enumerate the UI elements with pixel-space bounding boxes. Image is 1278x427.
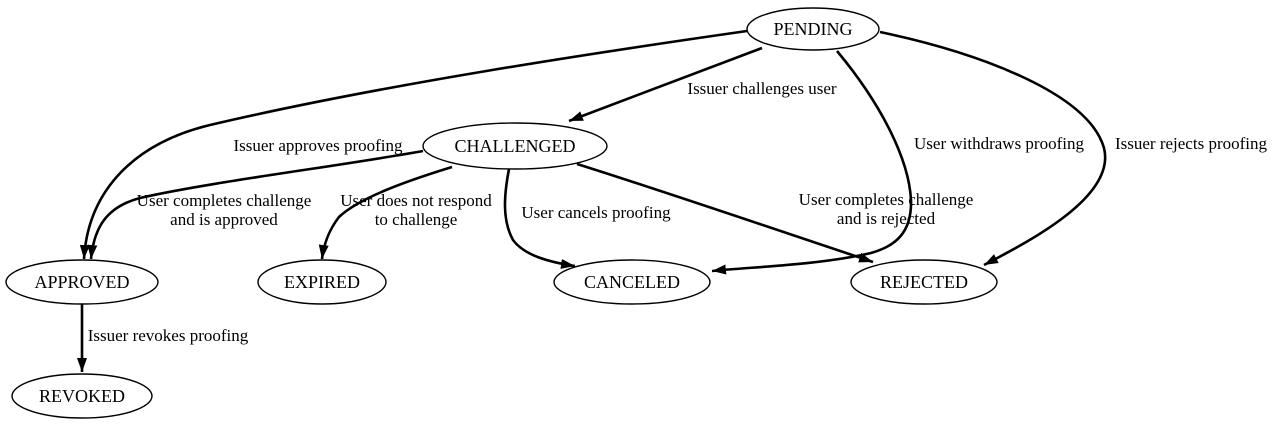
node-expired: EXPIRED xyxy=(257,259,387,305)
node-revoked: REVOKED xyxy=(11,373,153,419)
edge-label-user-does-not-respond-line2: to challenge xyxy=(375,210,458,229)
node-group: PENDING CHALLENGED APPROVED EXPIRED CANC… xyxy=(5,7,998,419)
edge-label-user-completes-challenge-rejected-line2: and is rejected xyxy=(837,209,936,228)
node-rejected: REJECTED xyxy=(850,259,998,305)
edge-label-issuer-approves-proofing: Issuer approves proofing xyxy=(233,136,403,155)
edge-pending-rejected xyxy=(879,30,1107,267)
edge-label-user-withdraws-proofing: User withdraws proofing xyxy=(914,134,1084,153)
node-challenged: CHALLENGED xyxy=(422,122,608,170)
edge-challenged-canceled xyxy=(503,168,576,269)
node-expired-ellipse xyxy=(257,259,387,305)
node-challenged-label: CHALLENGED xyxy=(455,136,576,156)
node-canceled-ellipse xyxy=(553,259,711,305)
edge-label-issuer-rejects-proofing: Issuer rejects proofing xyxy=(1115,134,1268,153)
node-rejected-label: REJECTED xyxy=(880,272,968,292)
edge-group xyxy=(77,29,1107,372)
node-approved-ellipse xyxy=(5,259,159,305)
edge-pending-challenged xyxy=(568,46,763,123)
edge-pending-approved xyxy=(79,29,748,260)
node-challenged-ellipse xyxy=(422,122,608,170)
edge-challenged-approved xyxy=(87,149,424,260)
edge-label-user-completes-challenge-approved-line2: and is approved xyxy=(170,210,278,229)
node-approved: APPROVED xyxy=(5,259,159,305)
edge-label-issuer-revokes-proofing: Issuer revokes proofing xyxy=(88,326,249,345)
edge-pending-canceled xyxy=(711,50,913,275)
node-rejected-ellipse xyxy=(850,259,998,305)
edge-label-user-completes-challenge-rejected-line1: User completes challenge xyxy=(799,190,974,209)
edge-label-issuer-challenges-user: Issuer challenges user xyxy=(687,79,837,98)
node-revoked-label: REVOKED xyxy=(39,386,125,406)
node-pending: PENDING xyxy=(746,7,880,51)
node-pending-label: PENDING xyxy=(774,19,853,39)
node-canceled: CANCELED xyxy=(553,259,711,305)
edge-challenged-rejected xyxy=(576,162,874,264)
edge-challenged-expired xyxy=(318,165,453,260)
node-pending-ellipse xyxy=(746,7,880,51)
edge-label-group: Issuer challenges user Issuer approves p… xyxy=(88,79,1268,345)
node-revoked-ellipse xyxy=(11,373,153,419)
node-canceled-label: CANCELED xyxy=(584,272,680,292)
edge-label-user-does-not-respond-line1: User does not respond xyxy=(340,191,492,210)
node-expired-label: EXPIRED xyxy=(284,272,360,292)
edge-label-user-cancels-proofing: User cancels proofing xyxy=(521,203,671,222)
edge-label-user-completes-challenge-approved-line1: User completes challenge xyxy=(137,191,312,210)
node-approved-label: APPROVED xyxy=(34,272,129,292)
